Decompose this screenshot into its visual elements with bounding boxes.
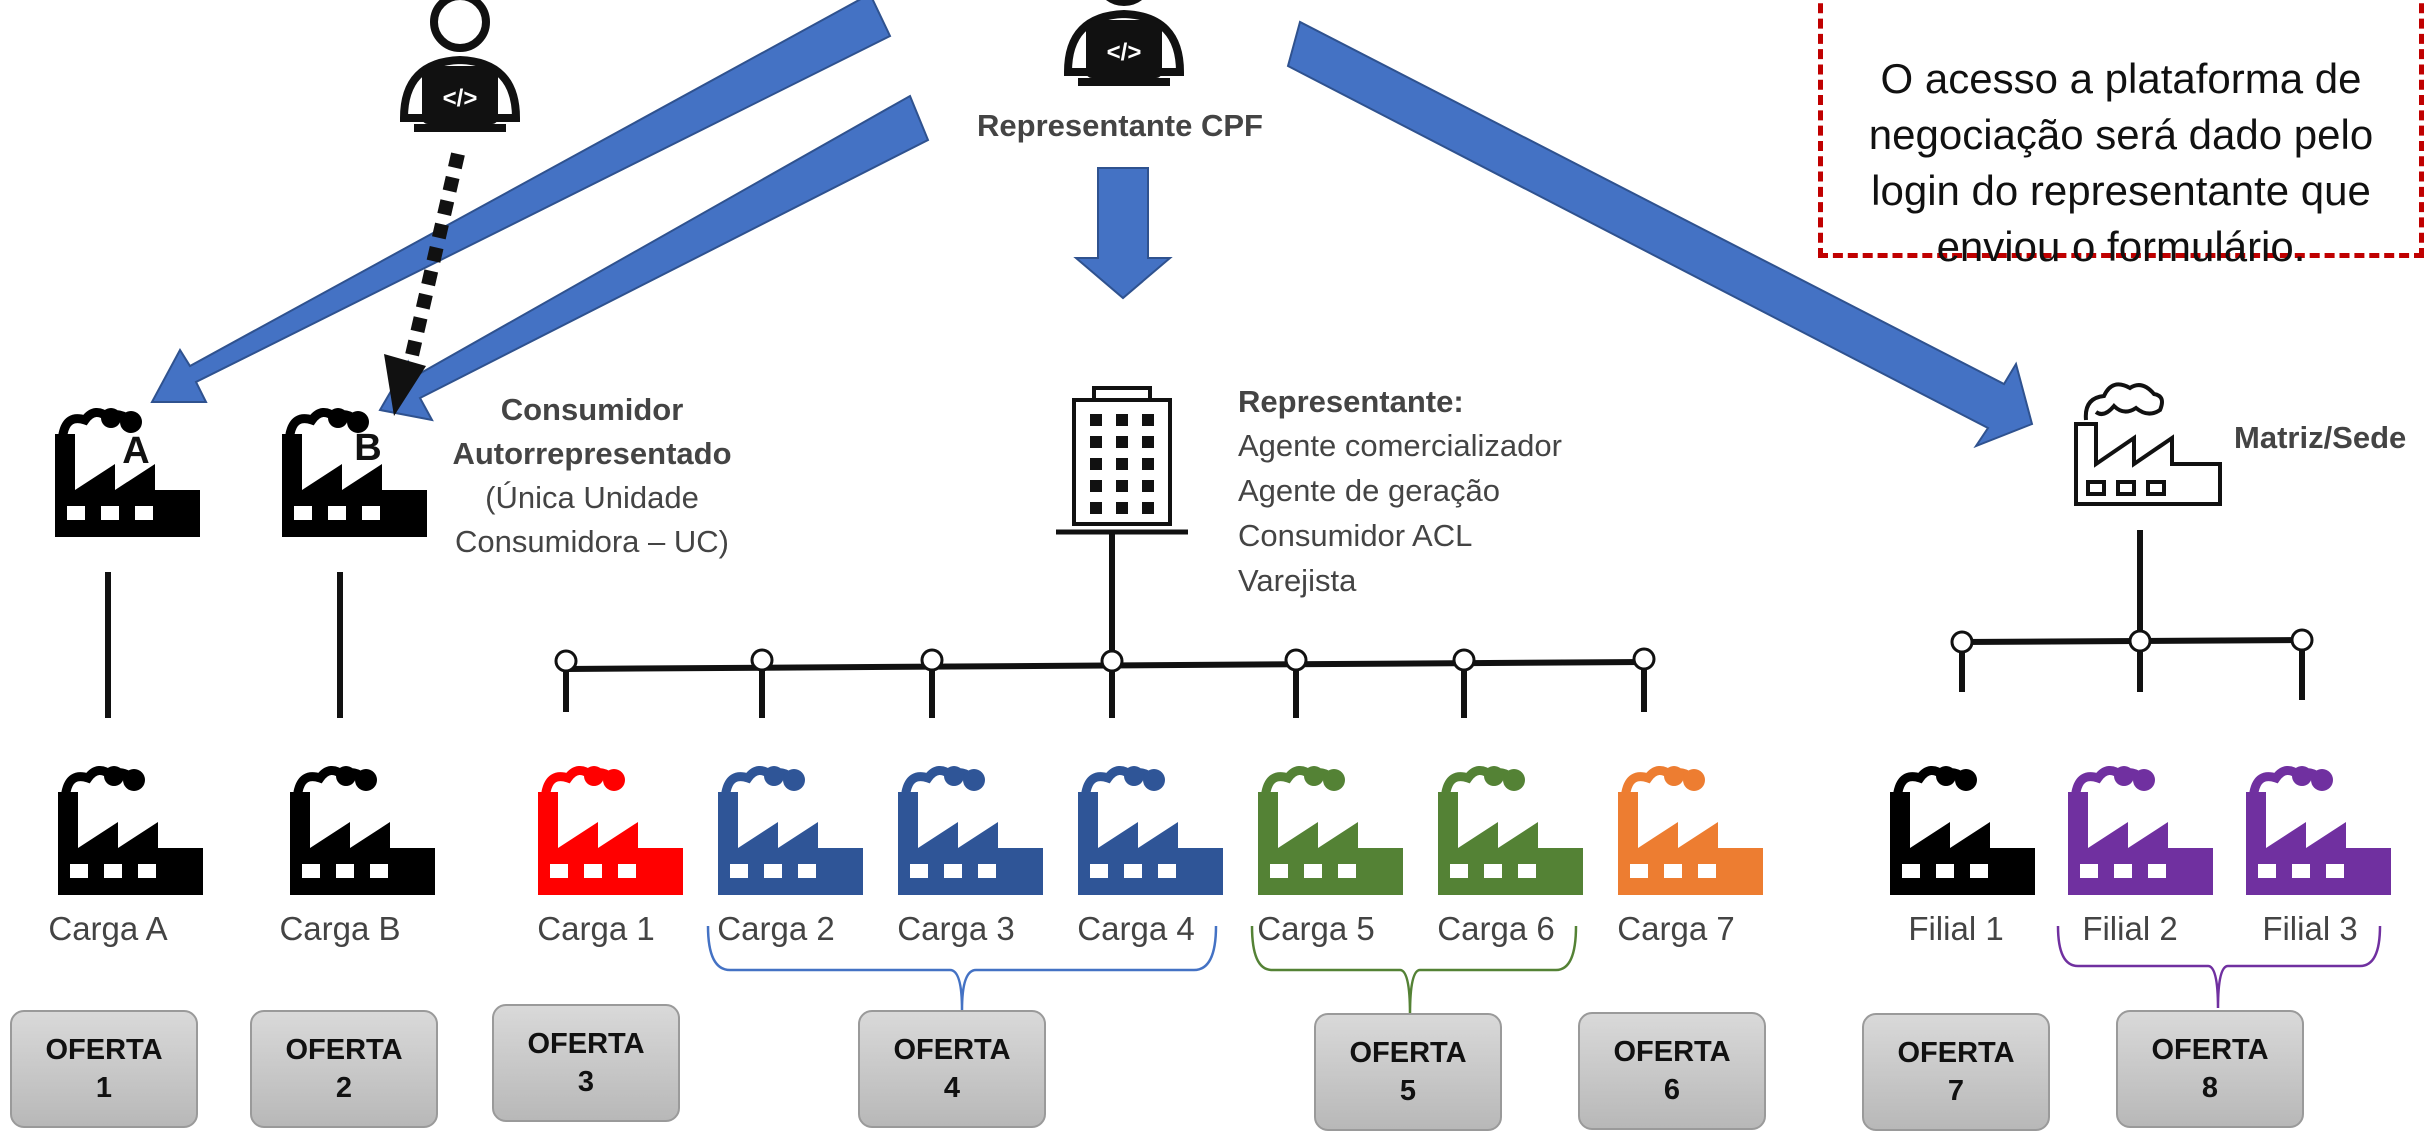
oferta-number: 8 [2201, 1072, 2219, 1104]
factory-icon [718, 766, 863, 895]
distribution-bus [554, 534, 1656, 718]
consumidor-title: Autorrepresentado [452, 436, 731, 471]
representante-item: Agente de geração [1238, 473, 1500, 508]
carga-label: Carga 3 [897, 910, 1015, 947]
factory-a-badge: A [122, 430, 149, 472]
carga-label: Filial 3 [2262, 910, 2358, 947]
filial-bus [1950, 530, 2314, 700]
dotted-arrow [384, 152, 465, 416]
oferta-box: OFERTA 2 [250, 1010, 438, 1128]
factory-icon [1618, 766, 1763, 895]
note-line: O acesso a plataforma de [1880, 55, 2362, 102]
representante-item: Agente comercializador [1238, 428, 1562, 463]
oferta-word: OFERTA [2151, 1034, 2269, 1066]
note-line: login do representante que [1871, 167, 2371, 214]
oferta-box: OFERTA 1 [10, 1010, 198, 1128]
oferta-word: OFERTA [45, 1034, 163, 1066]
factory-icon [2068, 766, 2213, 895]
oferta-number: 2 [335, 1072, 353, 1104]
oferta-box: OFERTA 7 [1862, 1013, 2050, 1131]
representante-item: Varejista [1238, 563, 1357, 598]
oferta-number: 6 [1663, 1074, 1681, 1106]
representante-item: Consumidor ACL [1238, 518, 1472, 553]
access-note: O acesso a plataforma de negociação será… [1818, 0, 2424, 270]
note-line: negociação será dado pelo [1868, 111, 2374, 158]
oferta-number: 4 [943, 1072, 961, 1104]
representante-cpf-label: Representante CPF [977, 108, 1263, 143]
oferta-box: OFERTA 6 [1578, 1012, 1766, 1130]
developer-person-icon [404, 0, 516, 132]
factory-icon [1258, 766, 1403, 895]
carga-label: Carga 2 [717, 910, 835, 947]
factory-outline-icon [2074, 382, 2222, 506]
factory-icon [1890, 766, 2035, 895]
carga-label: Carga 6 [1437, 910, 1555, 947]
arrow-to-matriz [1286, 20, 2034, 449]
arrow-to-carga-a [150, 0, 892, 403]
factory-icon [2246, 766, 2391, 895]
carga-label: Carga A [48, 910, 168, 947]
oferta-box: OFERTA 5 [1314, 1013, 1502, 1131]
carga-label: Carga 4 [1077, 910, 1195, 947]
factory-b-badge: B [354, 427, 381, 469]
note-line: enviou o formulário. [1936, 223, 2306, 270]
oferta-number: 3 [577, 1066, 595, 1098]
carga-label: Filial 2 [2082, 910, 2178, 947]
consumidor-subtitle: (Única Unidade [485, 480, 699, 515]
oferta-box: OFERTA 8 [2116, 1010, 2304, 1128]
factory-icon [58, 766, 203, 895]
consumidor-title: Consumidor [501, 392, 684, 427]
carga-label: Carga B [279, 910, 401, 947]
factory-icon [1078, 766, 1223, 895]
factory-icon [1438, 766, 1583, 895]
carga-label: Carga 7 [1617, 910, 1735, 947]
oferta-word: OFERTA [285, 1034, 403, 1066]
arrow-down-center [1073, 167, 1173, 300]
office-building-icon [1056, 386, 1188, 535]
oferta-word: OFERTA [1897, 1037, 2015, 1069]
matriz-label: Matriz/Sede [2234, 420, 2406, 455]
oferta-word: OFERTA [527, 1028, 645, 1060]
oferta-box: OFERTA 4 [858, 1010, 1046, 1128]
oferta-word: OFERTA [1613, 1036, 1731, 1068]
representante-title: Representante: [1238, 384, 1464, 419]
factory-icon [538, 766, 683, 895]
oferta-number: 1 [95, 1072, 113, 1104]
factory-icon [55, 408, 200, 537]
oferta-box: OFERTA 3 [492, 1004, 680, 1122]
oferta-number: 7 [1947, 1075, 1965, 1107]
consumidor-subtitle: Consumidora – UC) [455, 524, 729, 559]
oferta-number: 5 [1399, 1075, 1417, 1107]
oferta-word: OFERTA [893, 1034, 1011, 1066]
developer-person-icon [1068, 0, 1180, 86]
carga-label: Filial 1 [1908, 910, 2004, 947]
oferta-word: OFERTA [1349, 1037, 1467, 1069]
factory-icon [290, 766, 435, 895]
brace-purple [2056, 925, 2382, 1009]
carga-label: Carga 1 [537, 910, 655, 947]
carga-label: Carga 5 [1257, 910, 1375, 947]
factory-icon [898, 766, 1043, 895]
